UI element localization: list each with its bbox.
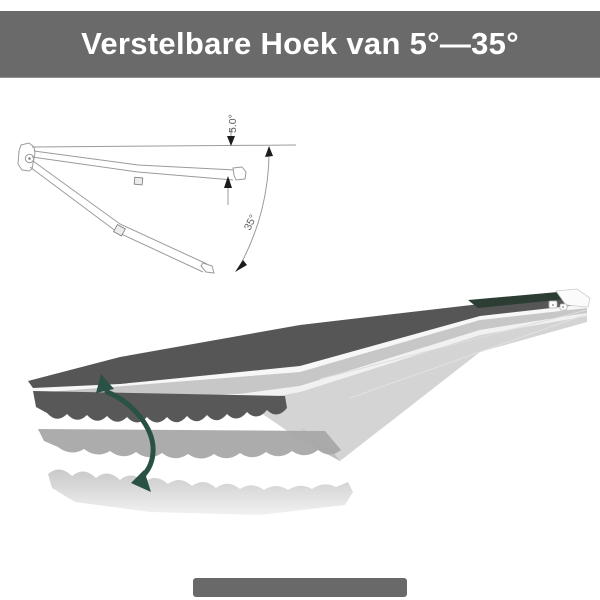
- angle-arc: [237, 146, 270, 270]
- bracket-pin: [552, 304, 554, 306]
- angle-diagram: 5.0° 35°: [17, 114, 297, 274]
- tilt-adjust-arrow-icon: [96, 374, 156, 492]
- arm-5deg: [31, 150, 247, 186]
- banner: Verstelbare Hoek van 5°—35°: [0, 11, 600, 78]
- seam-line: [349, 313, 588, 399]
- reflection-valance: [38, 429, 341, 459]
- valance: [33, 391, 287, 423]
- reflection-underside: [48, 469, 353, 515]
- arm-5deg-endcap: [232, 166, 247, 181]
- cassette-endcap: [555, 288, 591, 308]
- fabric-roll-end: [468, 292, 576, 308]
- pivot-center-dot: [28, 157, 31, 160]
- arc-top-arrow-icon: [265, 146, 273, 157]
- underside-panel: [245, 316, 587, 461]
- cassette-front-band: [35, 308, 587, 401]
- max-angle-label: 35°: [242, 213, 260, 233]
- awning-fabric-top: [28, 295, 587, 388]
- min-angle-arrow-icon: [227, 136, 235, 146]
- seam-line: [319, 309, 588, 380]
- arm-35deg-endcap: [200, 262, 215, 274]
- cassette-lip: [33, 304, 587, 393]
- awning-illustration: [28, 288, 591, 515]
- arm-35deg: [29, 160, 215, 274]
- bracket-pin: [562, 306, 564, 308]
- arm-tip-arrow-icon: [224, 176, 232, 188]
- arc-bottom-arrow-icon: [235, 260, 247, 272]
- bottom-accent-bar: [193, 578, 407, 597]
- reference-line: [31, 144, 297, 148]
- banner-title: Verstelbare Hoek van 5°—35°: [81, 26, 519, 61]
- min-angle-label: 5.0°: [227, 114, 239, 133]
- lower-white-band: [240, 313, 587, 402]
